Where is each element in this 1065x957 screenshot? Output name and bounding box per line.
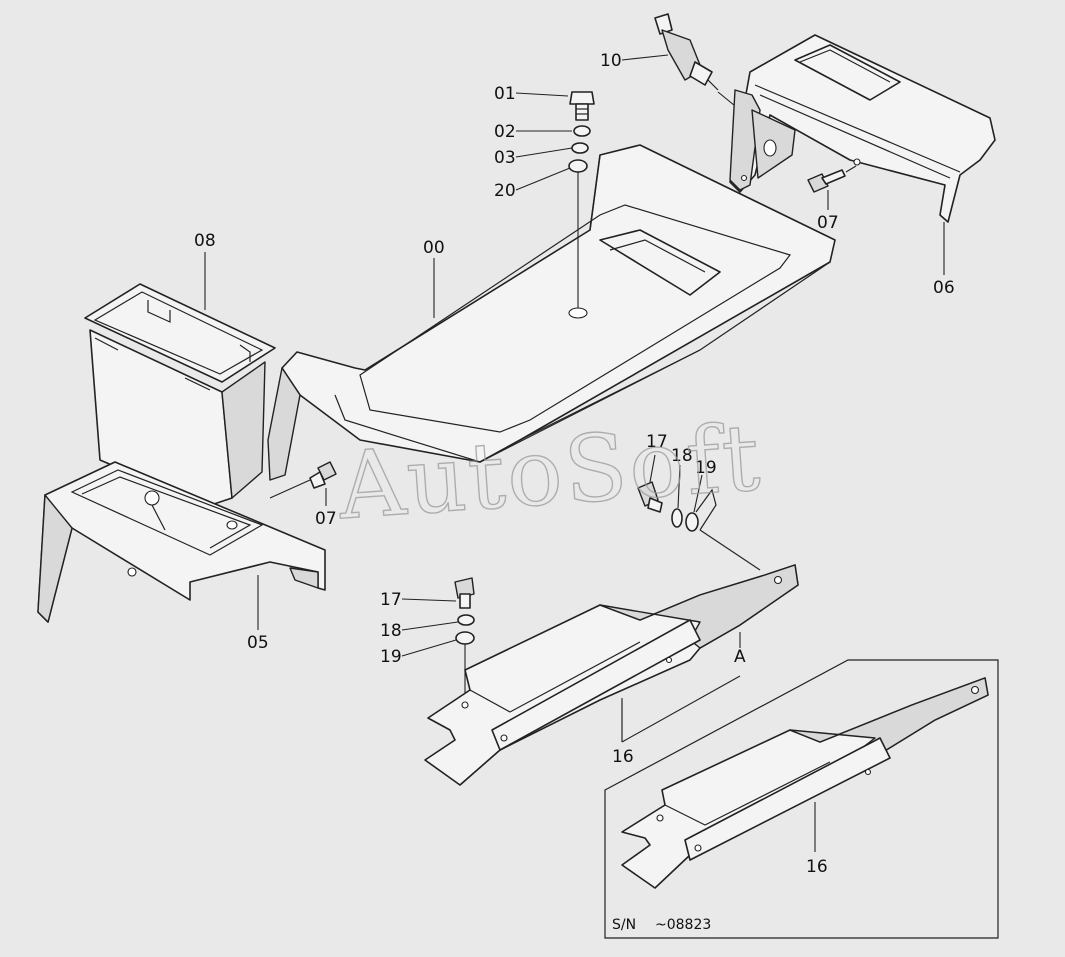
leader-lines [204,54,945,852]
part-01-bolt [569,91,595,121]
callout-07-upper: 07 [817,213,839,233]
callout-02: 02 [494,122,516,142]
callout-07-lower: 07 [315,509,337,529]
part-18-spring-washer-lower [457,614,475,626]
callout-20: 20 [494,181,516,201]
part-03-washer [571,142,589,154]
callout-18-upper: 18 [671,446,693,466]
callout-08: 08 [194,231,216,251]
part-02-spring-washer [573,125,591,137]
callout-19-upper: 19 [695,458,717,478]
callout-16-main: 16 [612,747,634,767]
assembly-axis-17-upper [699,529,761,571]
part-07-screw-upper [807,165,857,193]
callout-A: A [734,647,746,667]
callout-17-lower: 17 [380,590,402,610]
part-00-console-tray [267,144,836,481]
callout-01: 01 [494,84,516,104]
inset-serial-label: S/N [612,917,636,933]
part-18-spring-washer-upper [671,508,683,528]
callout-16-inset: 16 [806,857,828,877]
inset-serial-value: ~08823 [655,917,711,933]
part-16-bracket-inset [621,677,989,889]
callout-05: 05 [247,633,269,653]
part-17-bolt-upper [637,481,663,513]
callout-19-lower: 19 [380,647,402,667]
part-19-washer-upper [685,488,717,532]
part-07-screw-lower [269,461,337,499]
part-17-bolt-lower [454,577,475,609]
callout-06: 06 [933,278,955,298]
callout-10: 10 [600,51,622,71]
inset-frame [604,659,999,939]
part-10-plug [654,13,741,111]
callout-03: 03 [494,148,516,168]
part-06-right-cover [729,34,996,223]
part-05-left-cover [37,461,326,623]
part-16-bracket-main [424,564,799,786]
part-20-washer [568,159,588,173]
part-08-storage-box [84,283,276,507]
part-19-washer-lower [455,631,475,645]
callout-00: 00 [423,238,445,258]
callout-18-lower: 18 [380,621,402,641]
callout-17-upper: 17 [646,432,668,452]
callout-labels: 00 01 02 03 20 10 07 06 08 07 05 17 18 1… [194,51,955,933]
